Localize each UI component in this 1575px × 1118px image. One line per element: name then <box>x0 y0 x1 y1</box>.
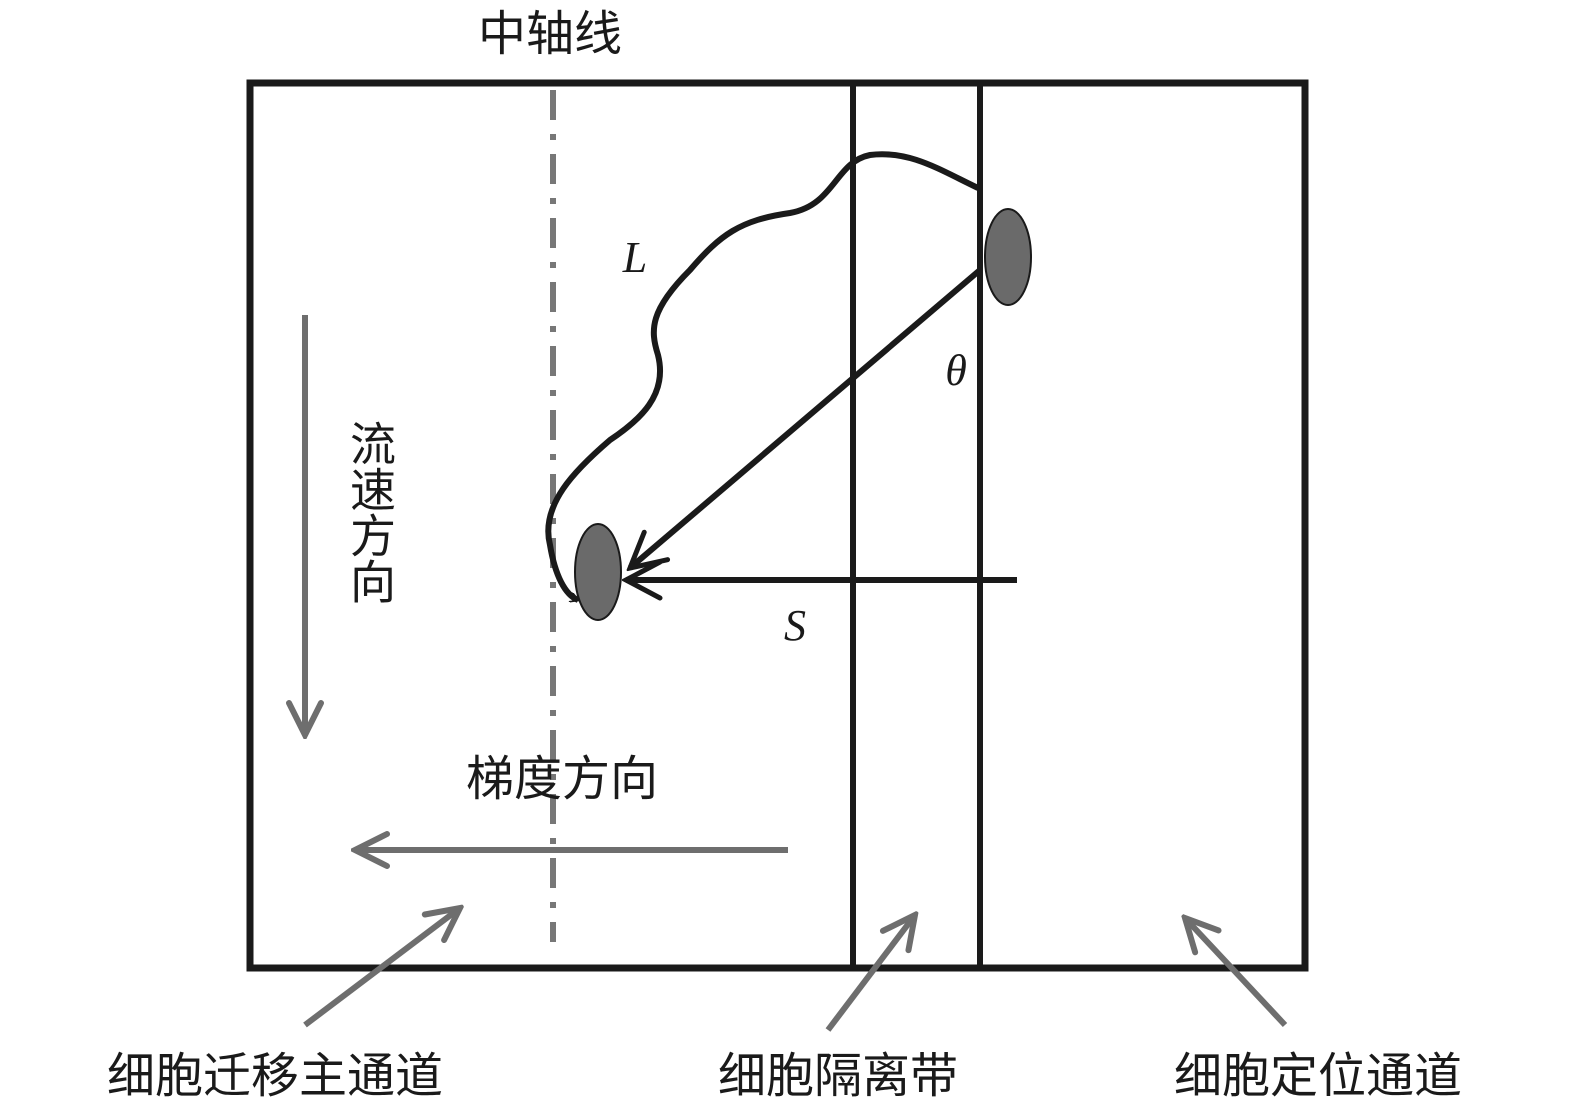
label-L: L <box>622 233 647 282</box>
flow-direction-label: 流速方向 <box>343 420 397 604</box>
cell-start <box>984 208 1032 306</box>
label-isolation-band: 细胞隔离带 <box>718 1048 958 1104</box>
label-theta: θ <box>945 346 967 395</box>
central-axis-title: 中轴线 <box>478 6 622 62</box>
displacement-vector <box>630 267 982 568</box>
gradient-direction-label: 梯度方向 <box>466 751 658 807</box>
label-S: S <box>784 601 806 650</box>
pointer-positioning-channel <box>1185 918 1288 1028</box>
label-main-channel: 细胞迁移主通道 <box>107 1048 443 1104</box>
label-positioning-channel: 细胞定位通道 <box>1174 1048 1462 1104</box>
cell-end <box>574 523 622 621</box>
channel-outline <box>246 79 1309 972</box>
pointer-main-channel <box>303 908 460 1028</box>
pointer-isolation-band <box>825 915 915 1032</box>
migration-path-curve <box>545 151 980 603</box>
